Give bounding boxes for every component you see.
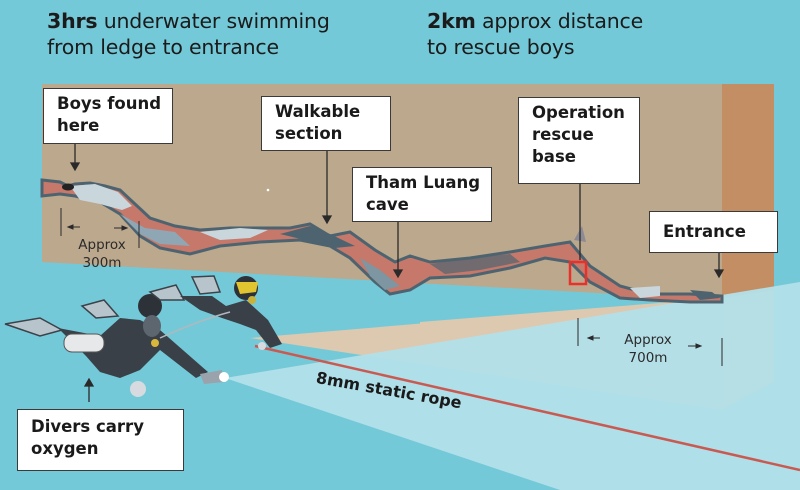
callout-walkable-line1: Walkable (275, 102, 361, 121)
headline-distance-value: 2km (427, 9, 476, 33)
callout-rescue-base-line2: rescue (532, 125, 594, 144)
pointer-arrows (69, 143, 725, 402)
headline-swim-time: 3hrs underwater swimming from ledge to e… (47, 8, 387, 60)
callout-divers-carry-oxygen: Divers carry oxygen (17, 409, 184, 471)
dimension-300m: Approx 300m (62, 236, 142, 272)
callout-walkable-line2: section (275, 124, 343, 143)
speck (266, 188, 270, 192)
callout-tham-luang-cave: Tham Luang cave (352, 167, 492, 222)
diver-rear-illustration (148, 275, 282, 350)
headline-distance-line2: to rescue boys (427, 35, 575, 59)
callout-entrance-label: Entrance (663, 222, 746, 241)
cave-passage (40, 178, 724, 304)
callout-walkable-section: Walkable section (261, 96, 391, 151)
callout-boys-found: Boys found here (43, 88, 173, 144)
static-rope (254, 344, 800, 472)
dimension-300m-line2: 300m (82, 255, 122, 271)
callout-divers-line2: oxygen (31, 439, 99, 458)
diver-front-illustration (4, 294, 229, 397)
callout-operation-rescue-base: Operation rescue base (518, 97, 640, 184)
dimension-markers (60, 208, 723, 366)
dimension-700m: Approx 700m (608, 331, 688, 367)
rescue-base-marker (568, 260, 588, 286)
dimension-300m-line1: Approx (78, 237, 126, 253)
callout-rescue-base-line1: Operation (532, 103, 625, 122)
rock-side-face (722, 84, 774, 298)
callout-tham-luang-line2: cave (366, 195, 409, 214)
headline-swim-time-text: underwater swimming (97, 9, 330, 33)
callout-tham-luang-line1: Tham Luang (366, 173, 481, 192)
dimension-700m-line2: 700m (628, 350, 668, 366)
dimension-700m-line1: Approx (624, 332, 672, 348)
callout-boys-found-line2: here (57, 116, 100, 135)
callout-rescue-base-line3: base (532, 147, 576, 166)
callout-entrance: Entrance (649, 211, 778, 253)
headline-distance: 2km approx distance to rescue boys (427, 8, 747, 60)
callout-divers-line1: Divers carry (31, 417, 144, 436)
headline-swim-time-line2: from ledge to entrance (47, 35, 279, 59)
callout-boys-found-line1: Boys found (57, 94, 162, 113)
headline-swim-time-value: 3hrs (47, 9, 98, 33)
headline-distance-text: approx distance (475, 9, 643, 33)
